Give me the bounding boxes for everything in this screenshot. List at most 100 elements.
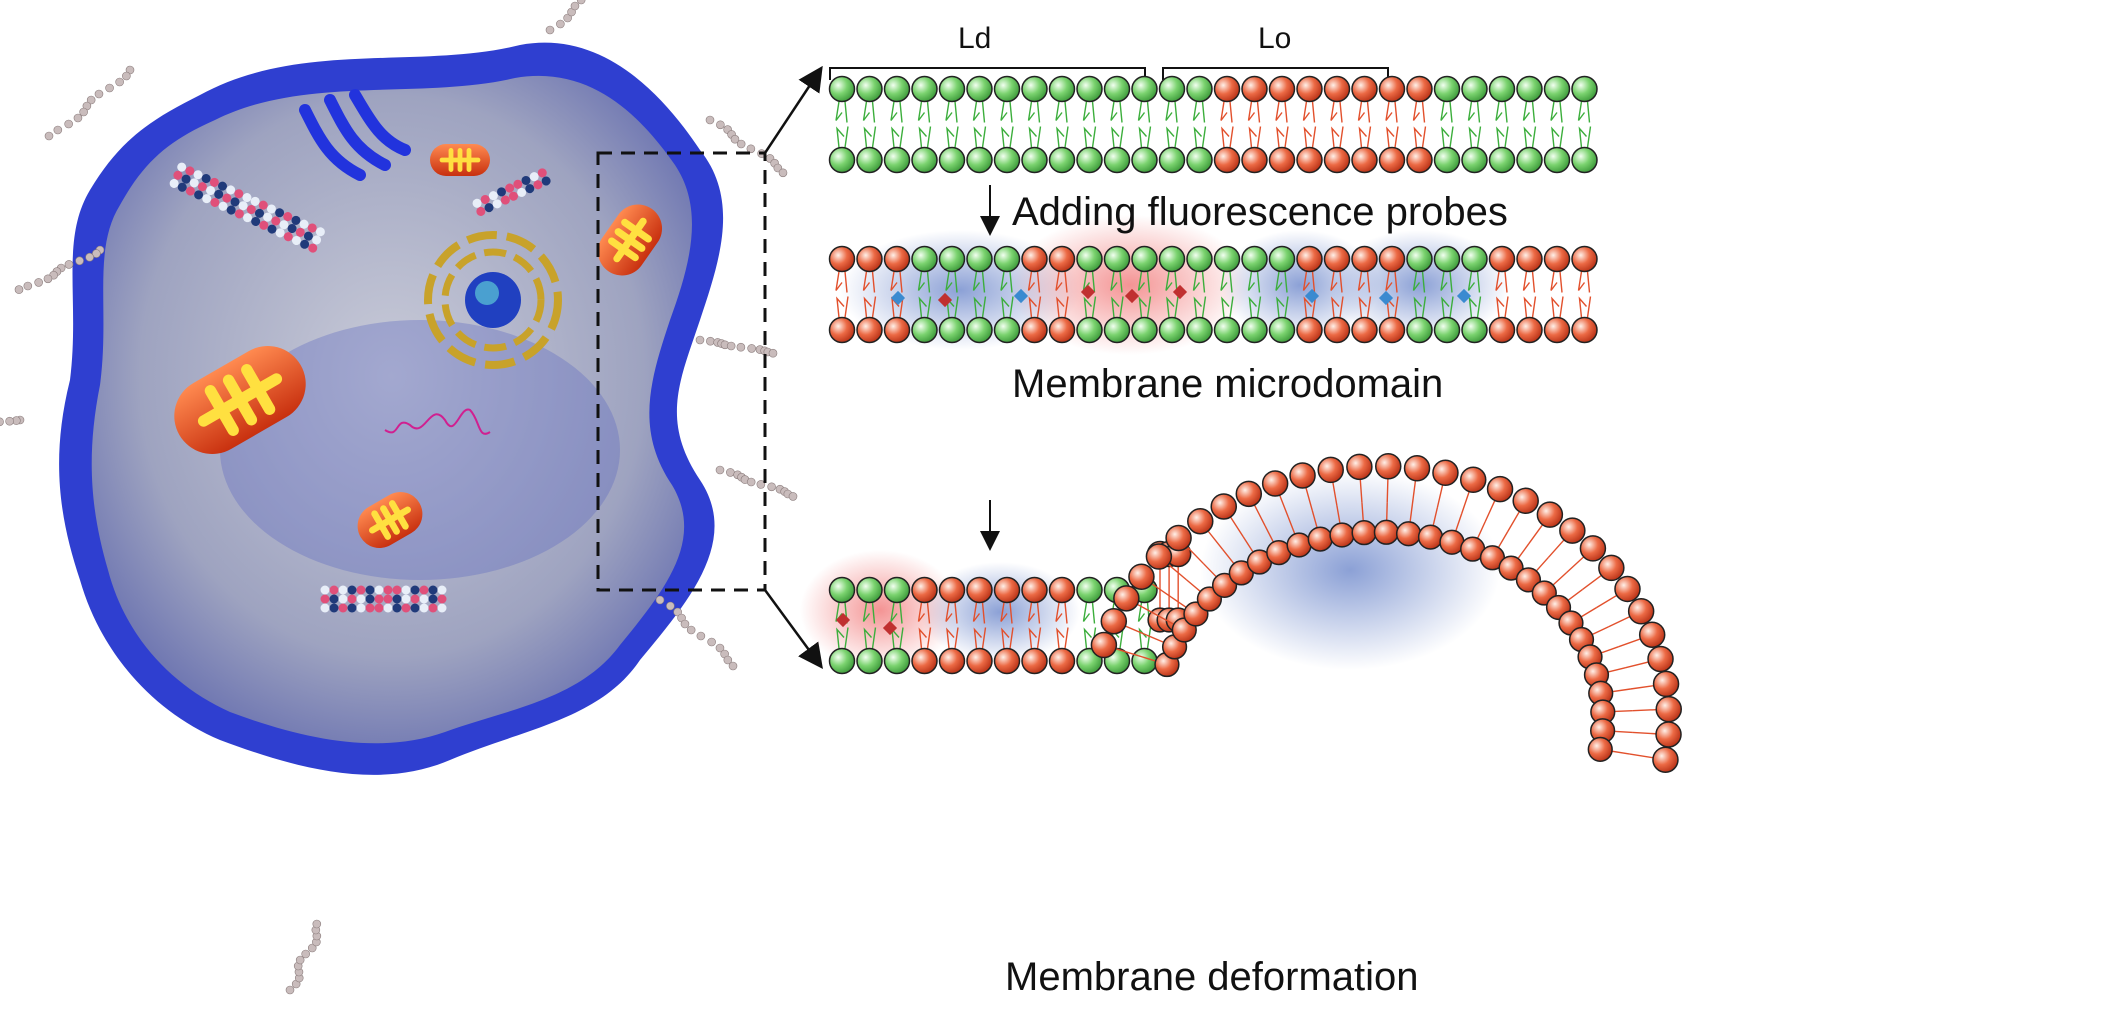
lipid-head-lo [883,316,911,344]
lipid-head-ld [828,146,856,174]
tubulin-subunit [300,239,310,249]
lipid-head-ld [828,75,856,103]
glycan-bead [715,643,725,653]
tubulin-subunit [315,227,325,237]
lipid-head-lo [1432,459,1459,487]
lipid-tail [945,271,959,318]
tubulin-subunit [365,585,375,595]
tubulin-subunit [541,176,551,186]
lipid-head-lo [1543,245,1571,273]
tubulin-subunit [308,243,318,253]
lipid-head-lo [1516,245,1543,273]
tubulin-subunit [210,197,220,207]
tubulin-subunit [251,216,261,226]
tubulin-subunit [521,175,531,185]
lipid-head-lo [1543,316,1571,344]
lipid-tail [1550,271,1564,318]
lipid-head-lo [1346,453,1373,481]
glycan-bead [736,139,746,149]
lipid-head-ld [856,75,883,103]
lipid-head-lo [1021,316,1048,344]
lipid-head-ld [1461,245,1488,273]
lipid-head-ld [911,316,938,344]
red-probe [1124,288,1140,304]
tubulin-subunit [320,594,330,604]
lipid-head-ld [883,576,911,604]
tubulin-subunit [347,594,357,604]
mitochondrion [357,492,423,548]
lipid-tail [972,602,987,649]
glycan-bead [79,107,88,117]
lipid-head-lo [938,576,966,604]
tubulin-subunit [242,193,252,203]
glycan-bead [746,477,756,487]
lipid-head-ld [911,245,938,273]
glycan-bead [716,120,725,130]
lipid-head-lo [1638,621,1666,648]
ld-bracket [829,67,1146,80]
glycan-bead [715,465,725,475]
tubulin-subunit [312,235,322,245]
glycan-bead [312,919,322,929]
tubulin-subunit [320,603,330,613]
tubulin-subunit [197,182,207,192]
lipid-tail [1495,101,1509,148]
lipid-tail [1577,101,1592,148]
lipid-head-ld [1488,146,1516,174]
tubulin-subunit [374,603,384,613]
tubulin-subunit [419,594,429,604]
lipid-tail [1110,271,1124,318]
glycan-bead [728,661,738,671]
lipid-head-ld [1048,75,1076,103]
lipid-head-ld [938,316,966,344]
lipid-tail [1027,101,1042,148]
lipid-head-ld [911,146,938,174]
lipid-head-ld [1131,75,1158,103]
lipid-head-lo [1261,470,1289,497]
lo-bracket [1162,67,1389,80]
lipid-head-lo [1268,75,1296,103]
lipid-tail [1137,271,1152,318]
lipid-head-lo [1655,695,1682,723]
red-probe [937,292,953,308]
lipid-head-lo [1406,146,1433,174]
tubulin-subunit [307,223,317,233]
tubulin-subunit [246,205,256,215]
lipid-tail [1357,271,1372,318]
tubulin-subunit [267,224,277,234]
tubulin-subunit [234,189,244,199]
red-probe [1172,284,1188,300]
tubulin-subunit [537,168,547,178]
blue-probe-glow [1200,470,1500,670]
lipid-head-ld [1076,245,1103,273]
tubulin-subunit [206,185,216,195]
lipid-tail [1192,271,1207,318]
lipid-tail [890,602,904,649]
lipid-head-lo [1235,480,1263,508]
lipid-head-lo [1417,524,1444,550]
glycan-bead [0,417,4,427]
lipid-head-ld [938,245,966,273]
cytoplasm-shadow [220,320,620,580]
cristae [439,148,481,172]
lipid-head-lo [1351,245,1378,273]
lipid-head-lo [1286,532,1312,558]
tubulin-subunit [437,603,447,613]
lipid-head-lo [1655,721,1682,748]
zoom-arrow-bottom [763,589,823,670]
glycan-bead [75,256,84,266]
cell-interior [91,75,692,744]
mitochondrion [430,144,490,176]
tubulin-subunit [525,184,535,194]
lipid-tail [1137,602,1152,649]
lipid-head-lo [1406,75,1433,103]
tubulin-subunit [250,196,260,206]
glycan-bead [307,943,317,953]
lipid-head-ld [1186,75,1213,103]
lipid-head-lo [1296,75,1323,103]
tubulin-subunit [185,166,195,176]
glycan-bead [695,335,705,345]
lipid-head-lo [966,647,993,675]
lipid-head-ld [856,146,883,174]
blue-probe [1304,288,1320,304]
